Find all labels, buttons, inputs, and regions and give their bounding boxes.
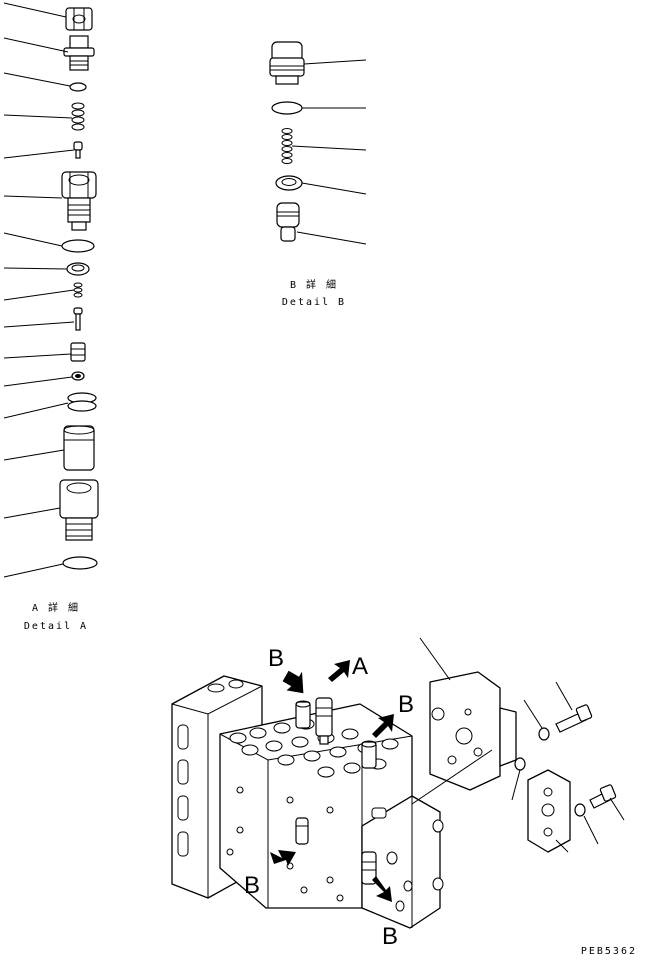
callout-b-label-bottom: B (382, 923, 398, 950)
detail-a-leader-lines (3, 2, 75, 578)
callout-b-label-right: B (398, 691, 414, 718)
blanking-plate (527, 769, 571, 853)
part-a-split-ring (67, 392, 97, 412)
part-a-small-o-ring (69, 82, 87, 92)
cover-plate (429, 671, 517, 791)
part-a-cylinder (63, 425, 95, 471)
detail-b-exploded-view: B 詳 細 Detail B (269, 41, 367, 308)
part-a-o-ring (61, 239, 95, 253)
part-a-small-spring (73, 282, 83, 298)
callout-b-label-top: B (268, 645, 284, 672)
callout-a-label: A (352, 653, 368, 680)
part-a-valve-body (61, 171, 97, 231)
drawing-code: PEB5362 (581, 946, 637, 956)
part-a-hex-nut (65, 7, 93, 31)
part-a-spring (71, 102, 85, 131)
part-a-backup-ring (66, 262, 90, 276)
detail-b-leader-lines (291, 59, 367, 245)
part-a-small-ring (71, 371, 85, 381)
part-b-o-ring (271, 101, 303, 115)
part-a-plug (63, 35, 95, 71)
detail-a-label-en: Detail A (24, 621, 88, 632)
detail-b-label-jp: B 詳 細 (290, 278, 338, 291)
part-a-housing (59, 479, 99, 541)
side-valve-cartridges (295, 817, 377, 885)
mounting-bolts (514, 704, 617, 817)
part-b-spring (281, 128, 293, 164)
detail-a-exploded-view: A 詳 細 Detail A (3, 2, 99, 632)
detail-b-label-en: Detail B (282, 297, 346, 308)
detail-a-label-jp: A 詳 細 (32, 601, 80, 614)
part-b-poppet (276, 202, 300, 242)
part-b-backup-ring (275, 175, 303, 191)
top-valve-cartridges (295, 697, 377, 769)
assembly-leader-lines (411, 637, 625, 853)
part-b-cap (269, 41, 305, 85)
part-a-pin (73, 141, 83, 159)
control-valve-assembly: A B B B B (171, 637, 625, 950)
part-a-bottom-o-ring (62, 556, 98, 570)
indicator-arrows (270, 660, 394, 902)
part-a-poppet (73, 307, 83, 331)
callout-b-label-left: B (244, 872, 260, 899)
part-a-sleeve (70, 342, 86, 362)
